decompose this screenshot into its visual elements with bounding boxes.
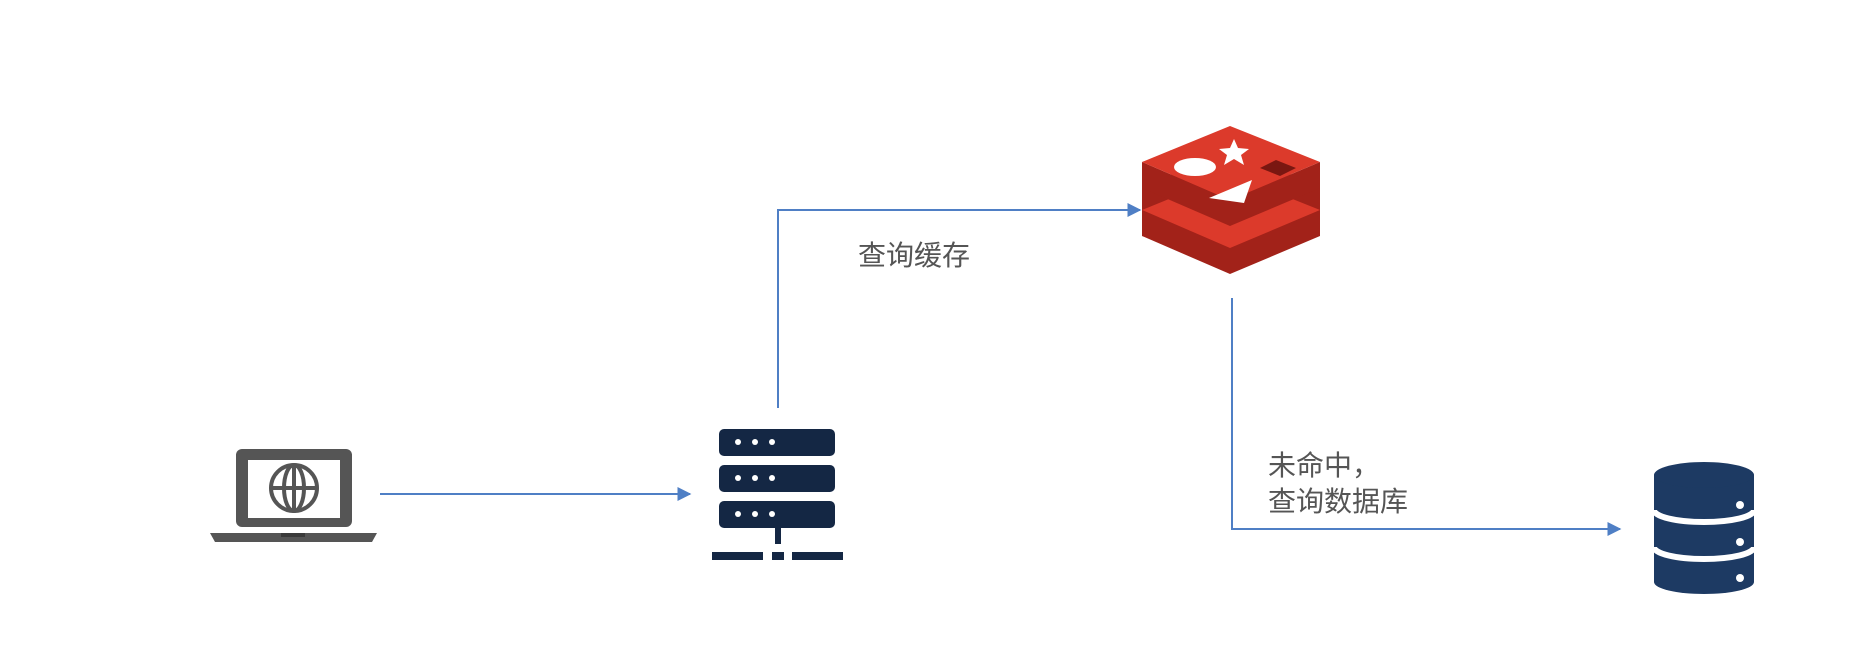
laptop-globe-icon [210, 449, 377, 542]
server-rack-icon [712, 429, 843, 560]
label-cache-miss: 未命中， [1268, 449, 1381, 482]
arrow-server-to-cache [777, 203, 1142, 408]
label-query-database: 查询数据库 [1268, 485, 1409, 518]
arrow-cache-to-database [1231, 298, 1622, 536]
redis-logo-icon [1142, 126, 1320, 274]
label-query-cache: 查询缓存 [858, 239, 971, 272]
database-icon [1651, 462, 1757, 594]
